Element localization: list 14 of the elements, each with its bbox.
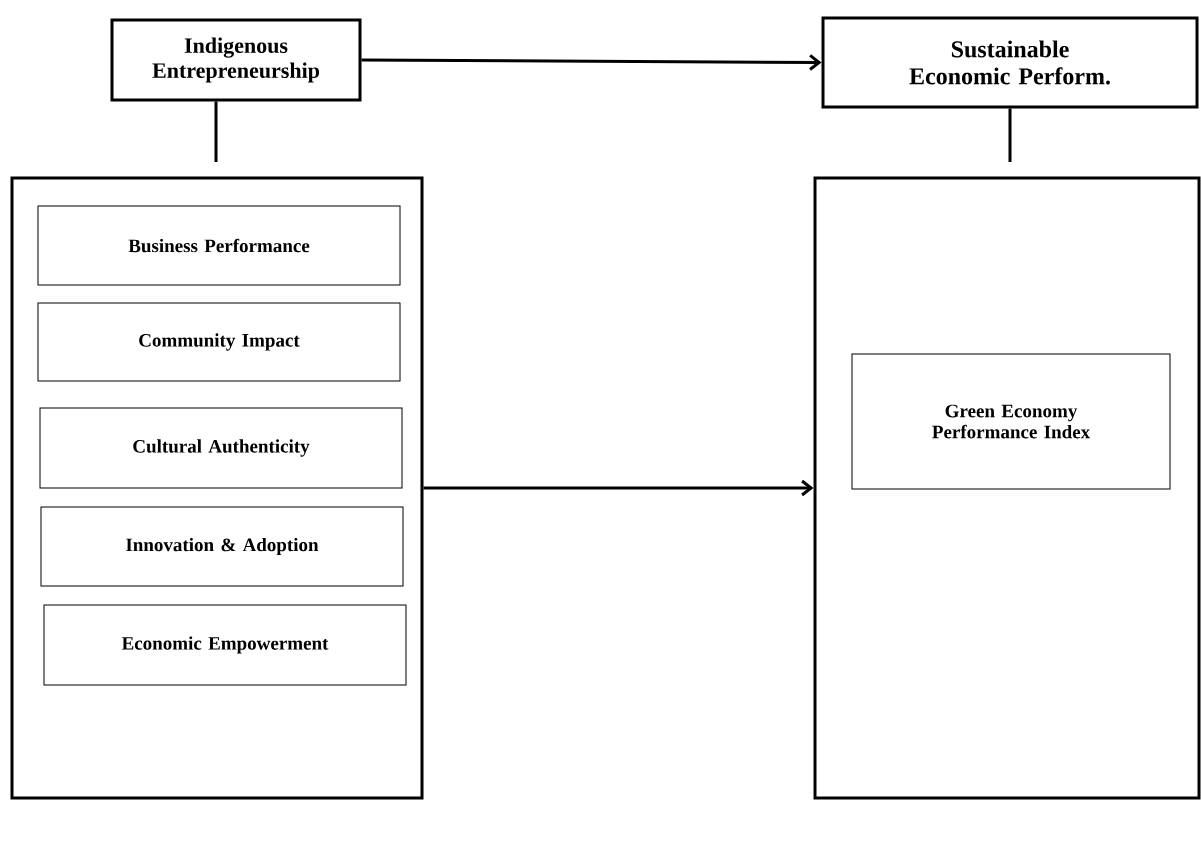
factor-box: Cultural Authenticity: [39, 407, 403, 489]
title-box: Indigenous Entrepreneurship: [110, 18, 362, 102]
container-box: [813, 176, 1201, 800]
container-box: [10, 176, 424, 800]
title-box: Sustainable Economic Perform.: [821, 16, 1199, 109]
factor-box: Economic Empowerment: [43, 604, 407, 686]
connector: [1008, 108, 1012, 162]
connector: [361, 54, 822, 71]
factor-box: Green Economy Performance Index: [851, 353, 1171, 490]
connector: [214, 101, 218, 162]
factor-box: Innovation & Adoption: [40, 506, 404, 587]
connector: [423, 479, 814, 497]
factor-box: Business Performance: [37, 205, 401, 286]
factor-box: Community Impact: [37, 302, 401, 382]
